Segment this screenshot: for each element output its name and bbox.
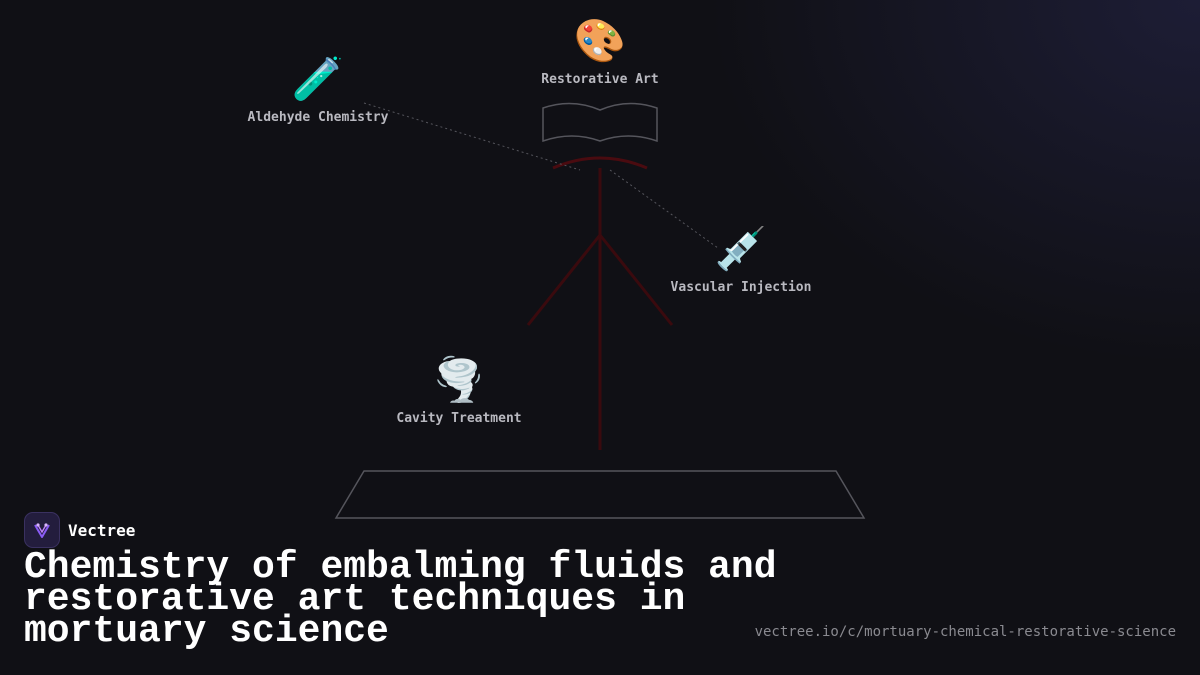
book-outline: [542, 102, 658, 143]
branch-left-line: [526, 234, 602, 326]
node-vascular-injection: 💉 Vascular Injection: [671, 224, 812, 295]
node-label: Cavity Treatment: [396, 411, 522, 426]
connector-vascular: [609, 169, 719, 249]
node-label: Aldehyde Chemistry: [247, 110, 389, 125]
arc-line: [552, 156, 648, 170]
vectree-logo-icon: [24, 512, 60, 548]
base-trapezoid: [334, 470, 866, 519]
node-label: Vascular Injection: [670, 280, 812, 295]
node-aldehyde-chemistry: 🧪 Aldehyde Chemistry: [248, 54, 389, 125]
brand-name: Vectree: [68, 520, 136, 540]
node-cavity-treatment: 🌪️ Cavity Treatment: [396, 355, 521, 426]
syringe-icon: 💉: [714, 224, 768, 273]
page-url[interactable]: vectree.io/c/mortuary-chemical-restorati…: [754, 624, 1176, 640]
page-title: Chemistry of embalming fluids and restor…: [24, 546, 777, 653]
connector-aldehyde: [363, 102, 581, 171]
test-tube-icon: 🧪: [291, 54, 345, 103]
brand[interactable]: Vectree: [24, 512, 135, 548]
branch-right-line: [598, 234, 674, 326]
palette-icon: 🎨: [573, 16, 627, 65]
node-restorative-art: 🎨 Restorative Art: [541, 16, 658, 87]
node-label: Restorative Art: [541, 72, 659, 87]
tornado-icon: 🌪️: [432, 355, 486, 404]
